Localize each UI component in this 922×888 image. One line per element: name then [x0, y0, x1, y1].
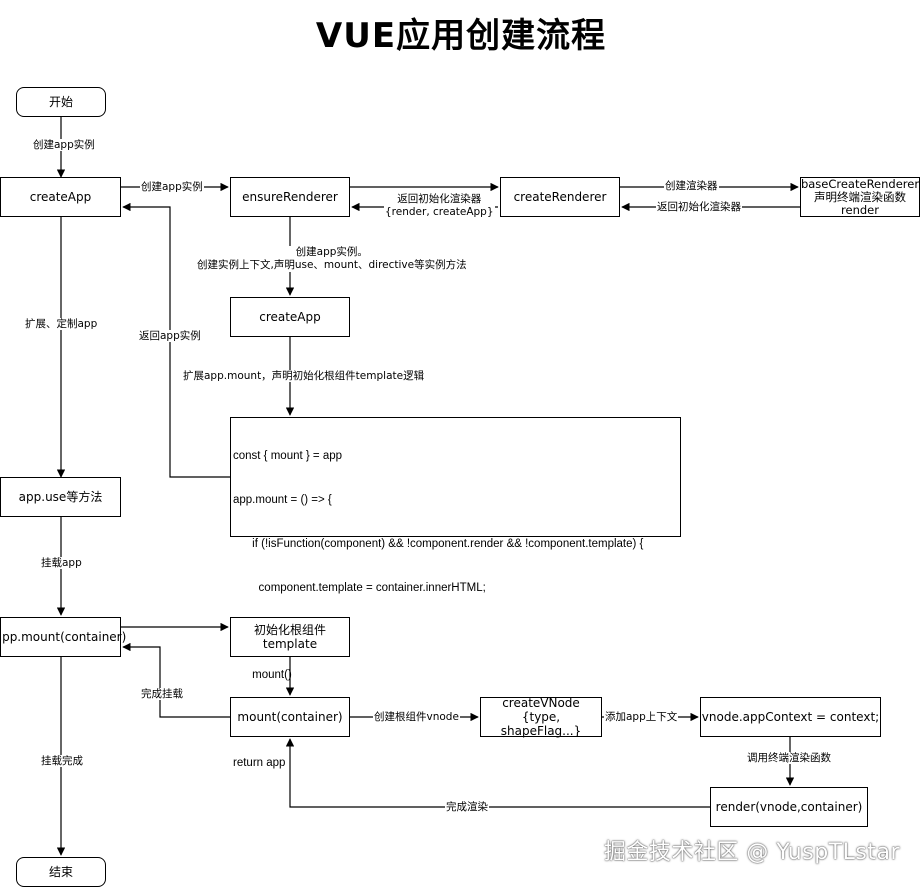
init-root-template-node: 初始化根组件 template	[230, 617, 350, 657]
edge-label-return-init-renderer-2: 返回初始化渲染器	[656, 201, 742, 213]
ensure-renderer-label: ensureRenderer	[242, 190, 338, 204]
render-call-node: render(vnode,container)	[710, 787, 868, 827]
edge-label-create-renderer: 创建渲染器	[664, 180, 719, 192]
base-create-renderer-node: baseCreateRenderer 声明终端渲染函数 render	[800, 177, 920, 217]
edge-label-mount-complete: 挂载完成	[40, 755, 84, 767]
edge-label-mount-done: 完成挂载	[140, 688, 184, 700]
create-app-node: createApp	[0, 177, 121, 217]
code-line: if (!isFunction(component) && !component…	[233, 537, 644, 550]
edge-label-mount-app: 挂载app	[40, 557, 83, 569]
mount-container-label: mount(container)	[237, 710, 343, 724]
create-vnode-line-1: createVNode	[502, 696, 580, 710]
create-app-inner-node: createApp	[230, 297, 350, 337]
edge-label-create-app-instance: 创建app实例	[32, 139, 96, 151]
edge-label-return-app-instance: 返回app实例	[138, 330, 202, 342]
edge-label-render-done: 完成渲染	[445, 801, 489, 813]
edge-label-create-root-vnode: 创建根组件vnode	[373, 711, 460, 723]
create-renderer-label: createRenderer	[513, 190, 607, 204]
diagram-title: VUE应用创建流程	[315, 16, 607, 56]
create-app-label: createApp	[29, 190, 92, 204]
edge-label-add-app-context: 添加app上下文	[604, 711, 679, 723]
edge-label-return-init-renderer-line-2: {render, createApp}	[385, 206, 494, 218]
edge-label-return-init-renderer-line-1: 返回初始化渲染器	[397, 193, 482, 205]
end-node-label: 结束	[48, 865, 73, 879]
create-renderer-node: createRenderer	[500, 177, 620, 217]
code-line: mount()	[233, 669, 292, 682]
edge-label-extend-app-mount: 扩展app.mount，声明初始化根组件template逻辑	[182, 370, 426, 382]
init-root-template-line-2: template	[262, 637, 318, 651]
edge-label-ctx-line-2: 创建实例上下文,声明use、mount、directive等实例方法	[197, 259, 467, 271]
vnode-app-context-label: vnode.appContext = context;	[701, 710, 880, 724]
app-mount-code-block: const { mount } = app app.mount = () => …	[230, 417, 681, 769]
code-line: const { mount } = app	[233, 450, 343, 463]
edge-label-create-app-instance-ctx: 创建app实例。 创建实例上下文,声明use、mount、directive等实…	[196, 246, 468, 272]
code-line: app.mount = () => {	[233, 493, 332, 506]
edge-label-extend-custom-app: 扩展、定制app	[24, 318, 99, 330]
watermark: 掘金技术社区 @ YuspTLstar	[603, 840, 900, 865]
create-vnode-line-2: {type, shapeFlag...}	[500, 710, 582, 738]
ensure-renderer-node: ensureRenderer	[230, 177, 350, 217]
start-node-label: 开始	[48, 95, 73, 109]
end-node: 结束	[16, 857, 106, 887]
mount-container-node: mount(container)	[230, 697, 350, 737]
base-create-renderer-line-1: baseCreateRenderer	[800, 176, 920, 191]
code-line: component.template = container.innerHTML…	[233, 581, 486, 594]
code-line: return app	[233, 756, 286, 769]
start-node: 开始	[16, 87, 106, 117]
init-root-template-line-1: 初始化根组件	[253, 623, 326, 637]
create-vnode-node: createVNode {type, shapeFlag...}	[480, 696, 602, 738]
edge-label-create-app-instance-2: 创建app实例	[140, 181, 204, 193]
create-app-inner-label: createApp	[259, 310, 321, 324]
base-create-renderer-line-2: 声明终端渲染函数	[814, 189, 906, 204]
render-call-label: render(vnode,container)	[715, 800, 863, 814]
edge-label-return-init-renderer: 返回初始化渲染器 {render, createApp}	[384, 193, 495, 219]
base-create-renderer-line-3: render	[841, 202, 879, 217]
app-mount-node: app.mount(container)	[0, 617, 126, 657]
app-use-node: app.use等方法	[0, 477, 121, 517]
vnode-app-context-node: vnode.appContext = context;	[700, 697, 881, 737]
app-use-label: app.use等方法	[18, 490, 103, 504]
edge-label-ctx-line-1: 创建app实例。	[295, 246, 368, 258]
app-mount-label: app.mount(container)	[0, 630, 127, 644]
edge-label-call-terminal-render: 调用终端渲染函数	[746, 752, 832, 764]
